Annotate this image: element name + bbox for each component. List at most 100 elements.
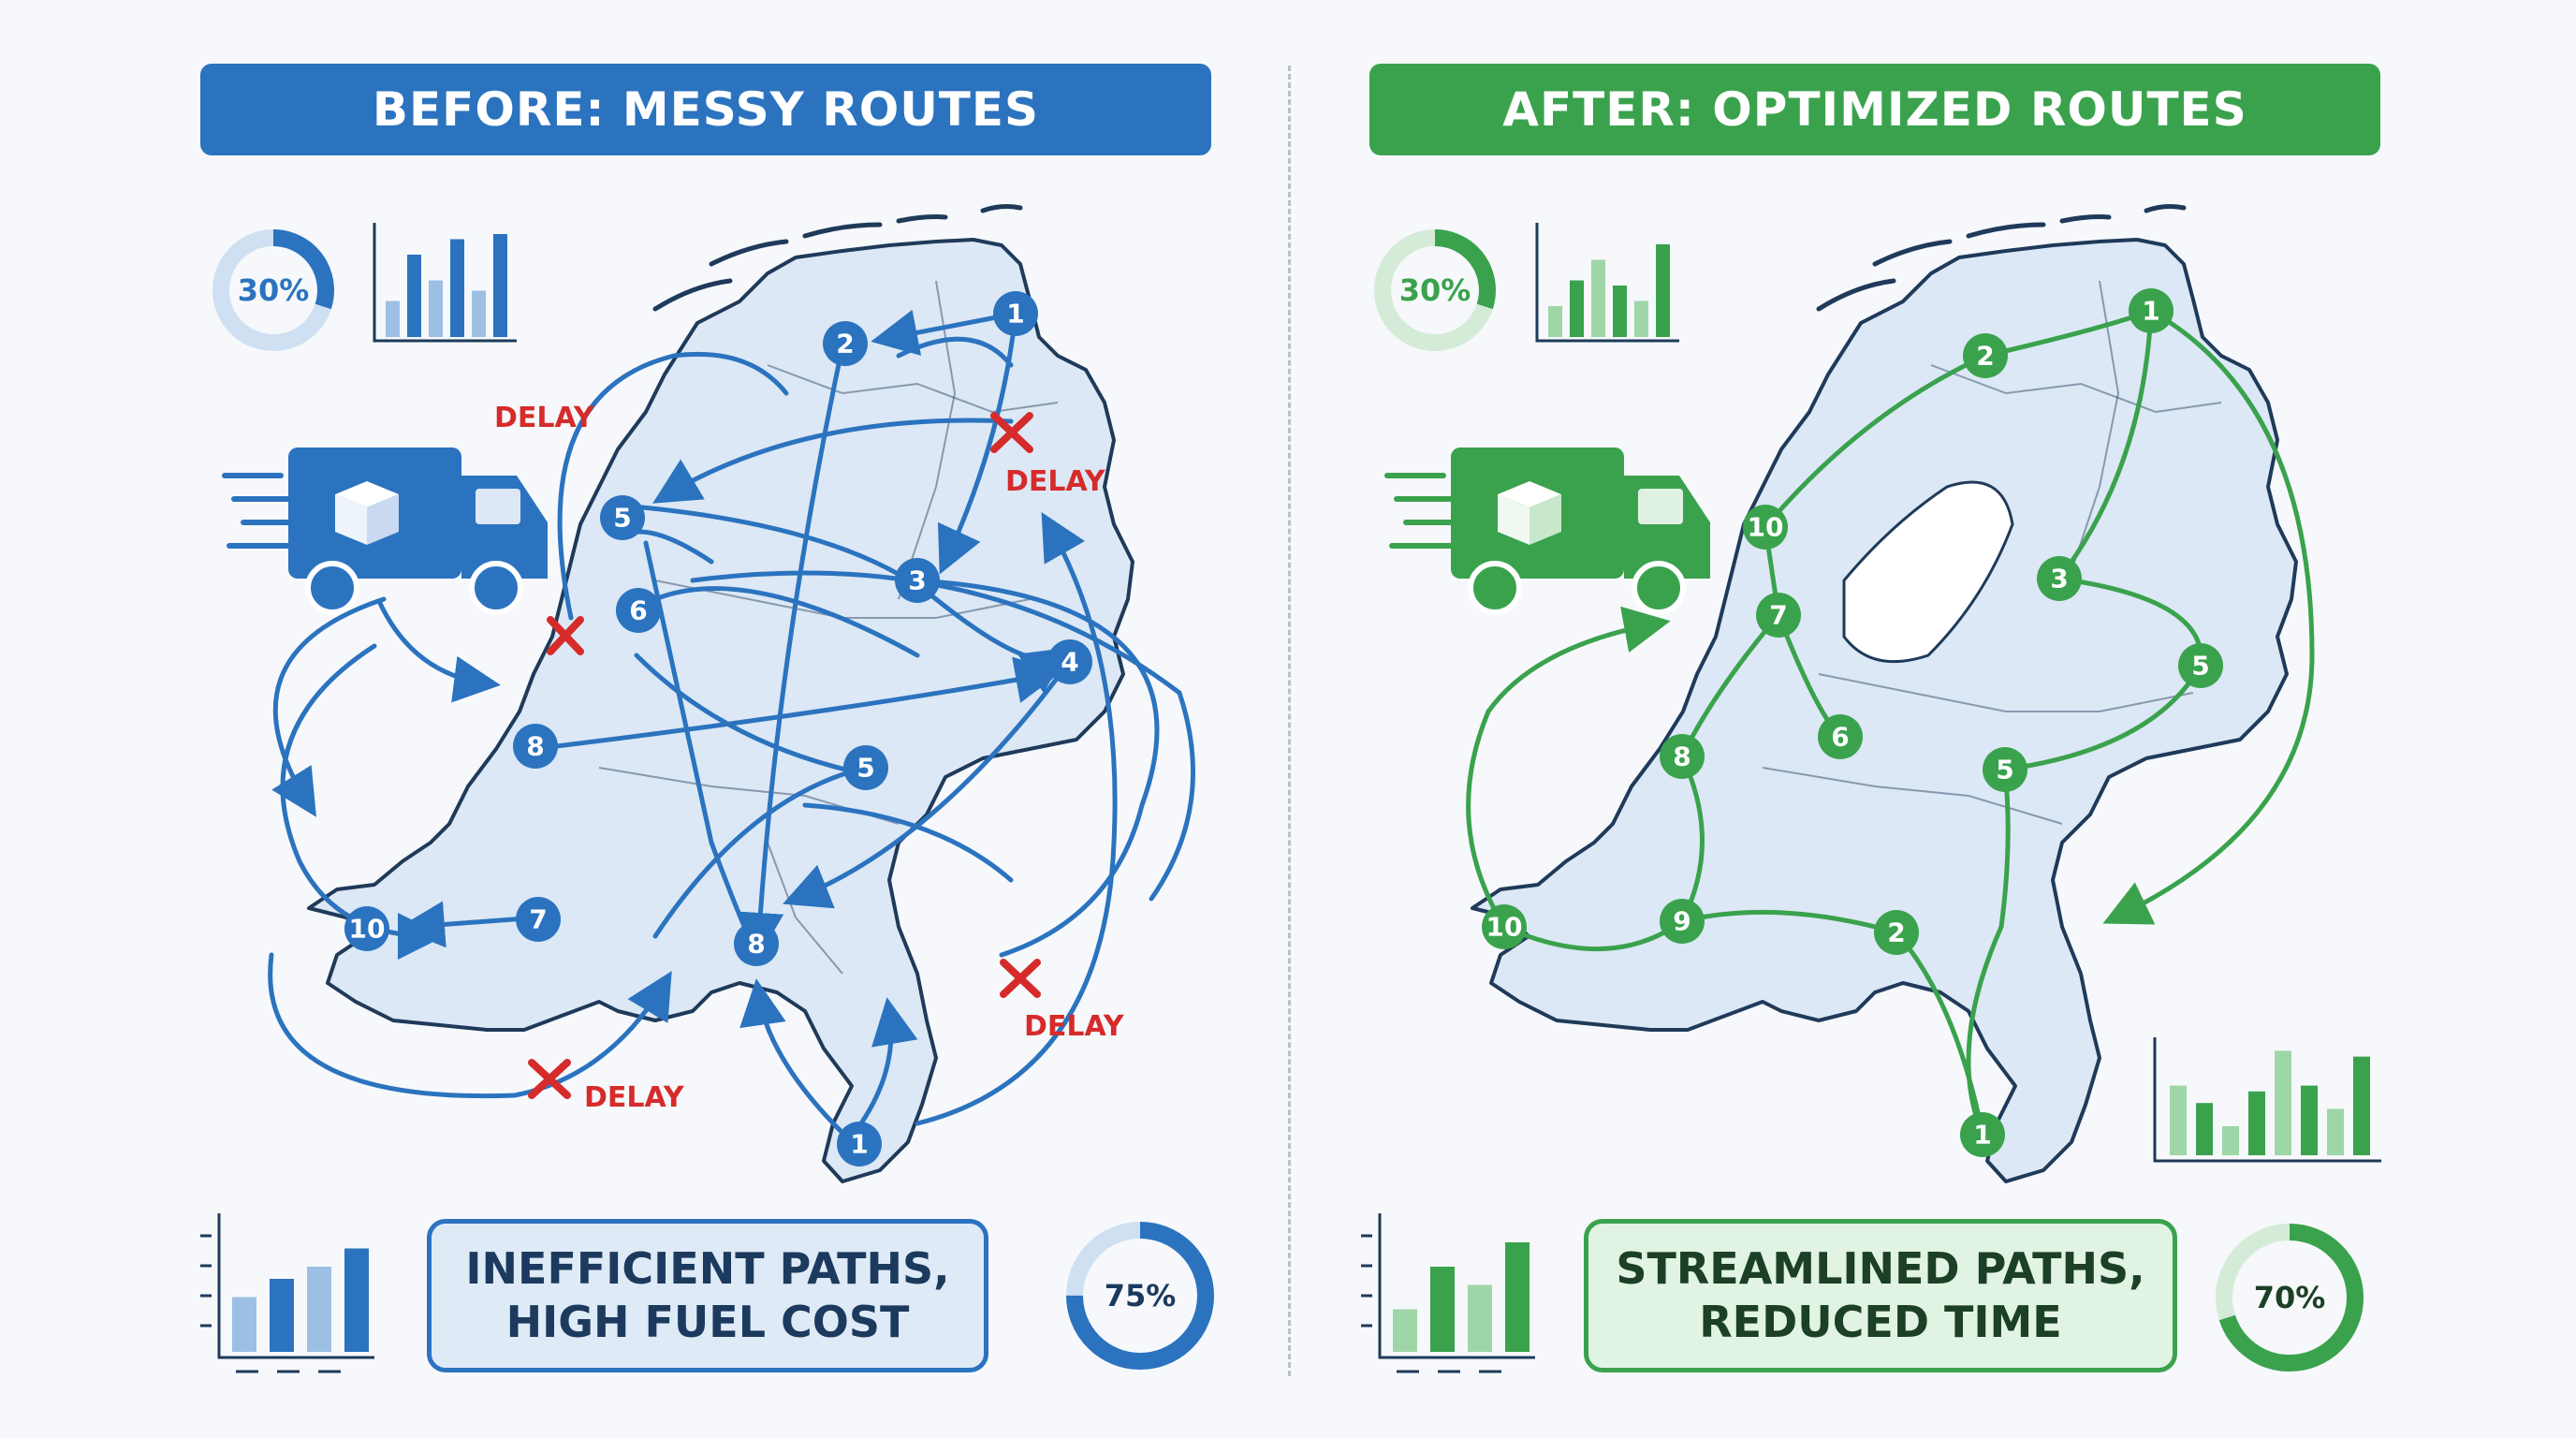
svg-text:7: 7	[1769, 600, 1787, 631]
before-stop-10: 10	[344, 906, 389, 951]
red-x-icon	[1000, 959, 1041, 998]
svg-text:3: 3	[2050, 564, 2068, 594]
after-stop-10-west: 10	[1482, 904, 1527, 949]
after-title-banner: AFTER: OPTIMIZED ROUTES	[1369, 64, 2380, 155]
svg-text:1: 1	[850, 1129, 868, 1160]
before-bottom-bar-chart	[200, 1213, 374, 1373]
after-top-chart-bar	[1570, 280, 1584, 337]
after-bottom-chart-bar	[1505, 1242, 1530, 1352]
before-stop-8-south: 8	[734, 921, 779, 966]
after-top-chart-bar	[1591, 259, 1605, 337]
before-bottom-chart-bar	[344, 1248, 369, 1352]
before-stop-5-west: 5	[600, 495, 645, 540]
svg-text:8: 8	[747, 929, 765, 960]
after-stop-10-north: 10	[1743, 505, 1788, 550]
after-right-chart-bar	[2248, 1091, 2265, 1155]
delay-label: DELAY	[1024, 1010, 1125, 1043]
before-top-bar-chart	[373, 223, 517, 343]
red-x-icon	[990, 412, 1033, 453]
red-x-icon	[547, 616, 584, 655]
before-stop-1-bottom: 1	[837, 1122, 882, 1167]
after-stop-5-east: 5	[2178, 643, 2223, 688]
svg-text:9: 9	[1673, 906, 1690, 937]
after-stop-1-top: 1	[2129, 288, 2174, 333]
before-stop-5-center: 5	[843, 745, 888, 790]
delay-label: DELAY	[1005, 465, 1106, 498]
after-right-chart-bar	[2196, 1103, 2213, 1155]
after-right-chart-bar	[2170, 1085, 2187, 1155]
before-truck-route	[375, 597, 501, 703]
before-delays: DELAY DELAY DELAY DELAY	[494, 402, 1125, 1114]
before-top-chart-bar	[407, 255, 421, 337]
after-right-chart-bar	[2327, 1108, 2344, 1155]
after-top-chart-bar	[1548, 306, 1562, 337]
before-country-outline	[307, 238, 1134, 1183]
delay-label: DELAY	[584, 1081, 685, 1114]
after-top-gauge-label: 30%	[1399, 272, 1471, 308]
after-right-chart-bar	[2301, 1085, 2318, 1155]
after-stop-9: 9	[1660, 899, 1705, 944]
before-bottom-chart-bar	[307, 1267, 331, 1352]
svg-text:7: 7	[529, 904, 547, 935]
after-caption-box: STREAMLINED PATHS, REDUCED TIME	[1584, 1219, 2177, 1372]
svg-text:1: 1	[2142, 296, 2159, 327]
after-caption-line1: STREAMLINED PATHS,	[1616, 1242, 2145, 1294]
before-top-chart-bar	[429, 280, 443, 337]
before-top-chart-bar	[472, 290, 486, 337]
red-x-icon	[528, 1059, 571, 1099]
svg-text:5: 5	[1996, 755, 2013, 785]
after-stop-2-top: 2	[1963, 333, 2008, 378]
delay-label: DELAY	[494, 402, 595, 434]
after-stop-1-bottom: 1	[1960, 1112, 2005, 1157]
svg-text:3: 3	[908, 565, 926, 596]
after-stops: 1 2 3 5 5 6 7 8 9 10 10 2 1	[1482, 288, 2223, 1157]
after-country-outline	[1471, 238, 2298, 1183]
before-bottom-gauge-label: 75%	[1105, 1278, 1177, 1313]
before-bottom-gauge: 75%	[1066, 1222, 1214, 1370]
before-caption-line2: HIGH FUEL COST	[505, 1297, 910, 1347]
after-bottom-chart-bar	[1393, 1309, 1417, 1352]
after-stop-3: 3	[2037, 556, 2082, 601]
after-stop-5-center: 5	[1983, 747, 2027, 792]
after-bottom-gauge: 70%	[2216, 1224, 2364, 1372]
after-bottom-bar-chart	[1361, 1213, 1535, 1373]
after-right-bar-chart	[2153, 1037, 2381, 1163]
before-bottom-chart-bar	[270, 1279, 294, 1352]
before-stop-4: 4	[1047, 639, 1092, 684]
after-bottom-gauge-label: 70%	[2254, 1280, 2326, 1315]
before-stop-2: 2	[823, 321, 868, 366]
svg-text:8: 8	[1673, 741, 1690, 772]
panel-divider	[1288, 66, 1291, 1376]
after-top-bar-chart	[1535, 223, 1679, 343]
after-bottom-chart-bar	[1430, 1267, 1455, 1352]
svg-text:10: 10	[349, 914, 386, 945]
svg-text:10: 10	[1748, 512, 1784, 543]
before-title: BEFORE: MESSY ROUTES	[372, 82, 1040, 137]
after-right-chart-bar	[2222, 1126, 2239, 1155]
after-right-chart-bar	[2275, 1050, 2291, 1155]
svg-text:1: 1	[1006, 299, 1024, 330]
before-title-banner: BEFORE: MESSY ROUTES	[200, 64, 1211, 155]
svg-text:2: 2	[836, 329, 854, 360]
after-top-gauge: 30%	[1374, 229, 1496, 351]
before-top-chart-bar	[450, 239, 464, 337]
before-top-gauge-label: 30%	[238, 272, 310, 308]
svg-text:2: 2	[1887, 917, 1905, 948]
after-stop-2-south: 2	[1874, 910, 1919, 955]
after-top-chart-bar	[1634, 301, 1648, 337]
svg-text:2: 2	[1976, 341, 1994, 372]
before-bottom-chart-bar	[232, 1297, 256, 1352]
before-stop-1-top: 1	[993, 291, 1038, 336]
svg-text:10: 10	[1486, 912, 1523, 943]
after-map	[1471, 204, 2298, 1183]
after-bottom-chart-bar	[1468, 1284, 1492, 1352]
after-top-chart-bar	[1656, 244, 1670, 337]
after-top-chart-bar	[1613, 286, 1627, 337]
before-top-gauge: 30%	[212, 229, 334, 351]
svg-text:5: 5	[613, 503, 631, 534]
before-stop-7: 7	[516, 897, 561, 942]
before-stop-6: 6	[616, 588, 661, 633]
after-right-chart-bar	[2353, 1056, 2370, 1155]
before-stop-8-north: 8	[513, 724, 558, 769]
